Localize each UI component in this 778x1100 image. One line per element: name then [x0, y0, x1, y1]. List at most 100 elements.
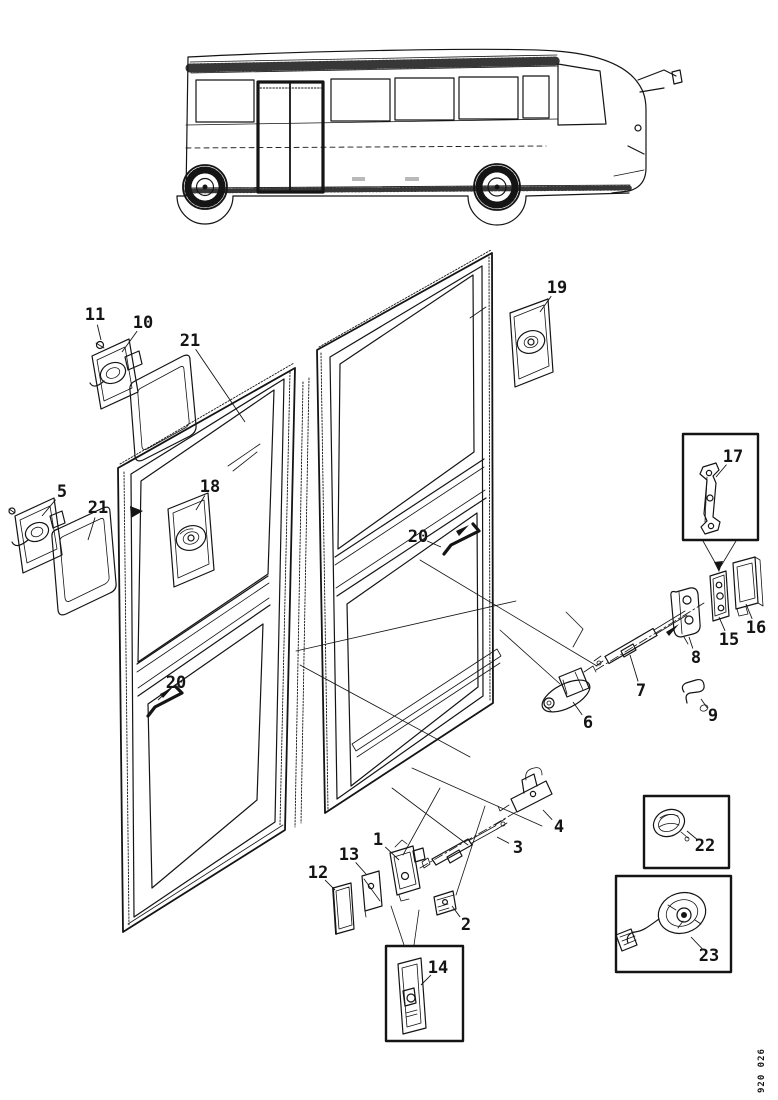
bus-roofband-top: [189, 54, 558, 63]
bus-window: [394, 77, 455, 121]
cable-connector: [615, 928, 638, 952]
clevis-pin: [596, 660, 602, 666]
key-block: [49, 510, 66, 529]
part-15-striker-plate: [709, 570, 730, 622]
callout-number-18: 18: [200, 477, 220, 497]
bracket-hole: [682, 595, 692, 605]
callout-leader-21: [195, 349, 246, 423]
detail-box-23: [614, 874, 733, 974]
plate-inner: [96, 346, 133, 402]
part-11-screw: [95, 340, 105, 350]
switch-hub: [676, 907, 692, 923]
part-6-exterior-handle: [541, 665, 597, 713]
housing-foot: [736, 606, 749, 617]
part-17-curved-bracket: [699, 462, 721, 535]
clevis: [593, 655, 602, 662]
bracket-hole: [706, 494, 714, 502]
bus-headlight: [634, 124, 642, 132]
handle-arm: [583, 665, 597, 673]
callout-leader-20: [426, 540, 442, 548]
bus-roof-outline: [187, 48, 647, 194]
callout-leader-15: [718, 616, 726, 632]
handle-tail: [544, 705, 553, 713]
bus-rear-wheel-arch: [176, 195, 234, 225]
bus-rear-edge: [185, 56, 189, 197]
detail-box-pointer: [720, 540, 737, 567]
plate-hole: [717, 604, 725, 612]
door-gap-seal: [300, 377, 310, 824]
detail-box-14: [384, 944, 465, 1043]
bus-front-wheel: [473, 163, 521, 211]
bus-front-wheel-arch: [467, 195, 527, 226]
callout-number-13: 13: [339, 845, 359, 865]
callout-leader-22: [686, 830, 698, 840]
callout-leader-21: [87, 517, 96, 541]
assembly-line: [455, 805, 486, 896]
loose-seal-strip: [351, 648, 502, 752]
rod-end-fitting: [421, 857, 431, 869]
door-rail-line: [335, 489, 486, 589]
bracket-tab: [683, 636, 689, 645]
direction-arrow-icon: [130, 506, 143, 518]
lock-top-tab: [394, 839, 408, 848]
bus-front-hub-center: [494, 184, 500, 190]
plate-inner: [19, 505, 58, 564]
callout-leader-8: [688, 636, 694, 649]
part-18-lock-plate: [167, 492, 215, 588]
callout-leader-3: [496, 836, 510, 844]
bus-beltline: [185, 118, 559, 126]
bracket-hole: [684, 615, 694, 625]
callout-number-23: 23: [699, 946, 719, 966]
detail-box-22: [642, 794, 731, 870]
callout-number-10: 10: [133, 313, 153, 333]
bus-mid-seam: [185, 145, 547, 149]
lock-hole: [400, 871, 410, 881]
callout-number-15: 15: [719, 630, 739, 650]
callout-number-21: 21: [180, 331, 200, 351]
plate-outline: [709, 570, 730, 622]
part-9-spring-clip: [681, 678, 709, 712]
plate-inner: [335, 886, 353, 930]
part-14-keeper-plate: [397, 957, 427, 1035]
bus-rear-tire: [184, 166, 226, 208]
pointer-arrowhead-icon: [714, 561, 723, 572]
bus-bottom-line: [525, 192, 630, 197]
assembly-line: [391, 787, 469, 846]
callout-leader-17: [715, 464, 727, 478]
keeper-slot: [405, 1013, 418, 1018]
bus-rear-hub-center: [202, 184, 208, 190]
door-seal-hatch: [123, 471, 130, 927]
callout-leader-20: [157, 689, 170, 701]
detail-box-pointer: [702, 540, 718, 567]
plate-outline: [14, 497, 63, 574]
door-seal-hatch: [320, 352, 329, 811]
plate-outline: [167, 492, 215, 588]
callout-number-2: 2: [461, 915, 471, 935]
assembly-line: [411, 767, 543, 827]
rosette-inner: [523, 335, 539, 349]
clip-hole: [442, 898, 449, 905]
switch-spoke: [694, 919, 702, 925]
part-1-lock-mechanism: [389, 839, 426, 902]
clip-eye: [699, 704, 709, 712]
callout-number-14: 14: [428, 958, 448, 978]
part-16-lock-housing: [732, 556, 764, 617]
door-leaf-front: [117, 362, 296, 933]
bus-wiper: [627, 145, 645, 155]
cap-outline: [652, 808, 686, 838]
door-seal-hatch: [488, 256, 491, 701]
door-rail-line: [136, 582, 270, 673]
part-4-lever-bracket: [497, 767, 553, 813]
part-10-lock-rosette: [89, 338, 143, 410]
callout-number-16: 16: [746, 618, 766, 638]
gasket-inner: [59, 518, 110, 602]
bus-windshield: [557, 63, 607, 126]
callout-number-12: 12: [308, 863, 328, 883]
handle-body: [558, 667, 590, 698]
callout-leader-6: [572, 701, 583, 716]
part-3-connecting-rod: [419, 811, 517, 869]
callout-number-7: 7: [636, 681, 646, 701]
door-lower-panel: [147, 623, 264, 889]
bracket-diagonal: [363, 878, 381, 902]
